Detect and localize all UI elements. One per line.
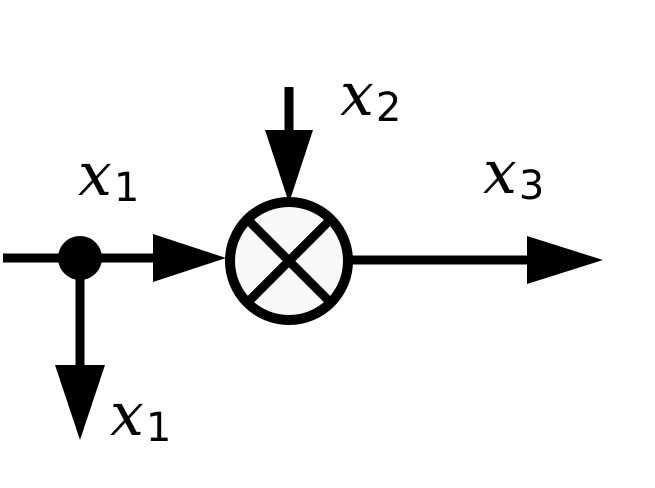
label-input-bottom: x1 (110, 380, 171, 451)
branch-down-arrowhead (55, 365, 105, 440)
multiplier-input-arrowhead (265, 130, 313, 203)
branch-point-dot (58, 236, 102, 280)
label-multiplier-input: x2 (340, 60, 401, 131)
multiplier-symbol (225, 197, 353, 325)
output-arrowhead (527, 236, 603, 284)
label-input-top: x1 (78, 140, 139, 211)
label-output: x3 (483, 138, 544, 209)
branch-to-multiplier-arrowhead (153, 234, 226, 282)
multiplier-cross-line-2 (243, 215, 335, 307)
